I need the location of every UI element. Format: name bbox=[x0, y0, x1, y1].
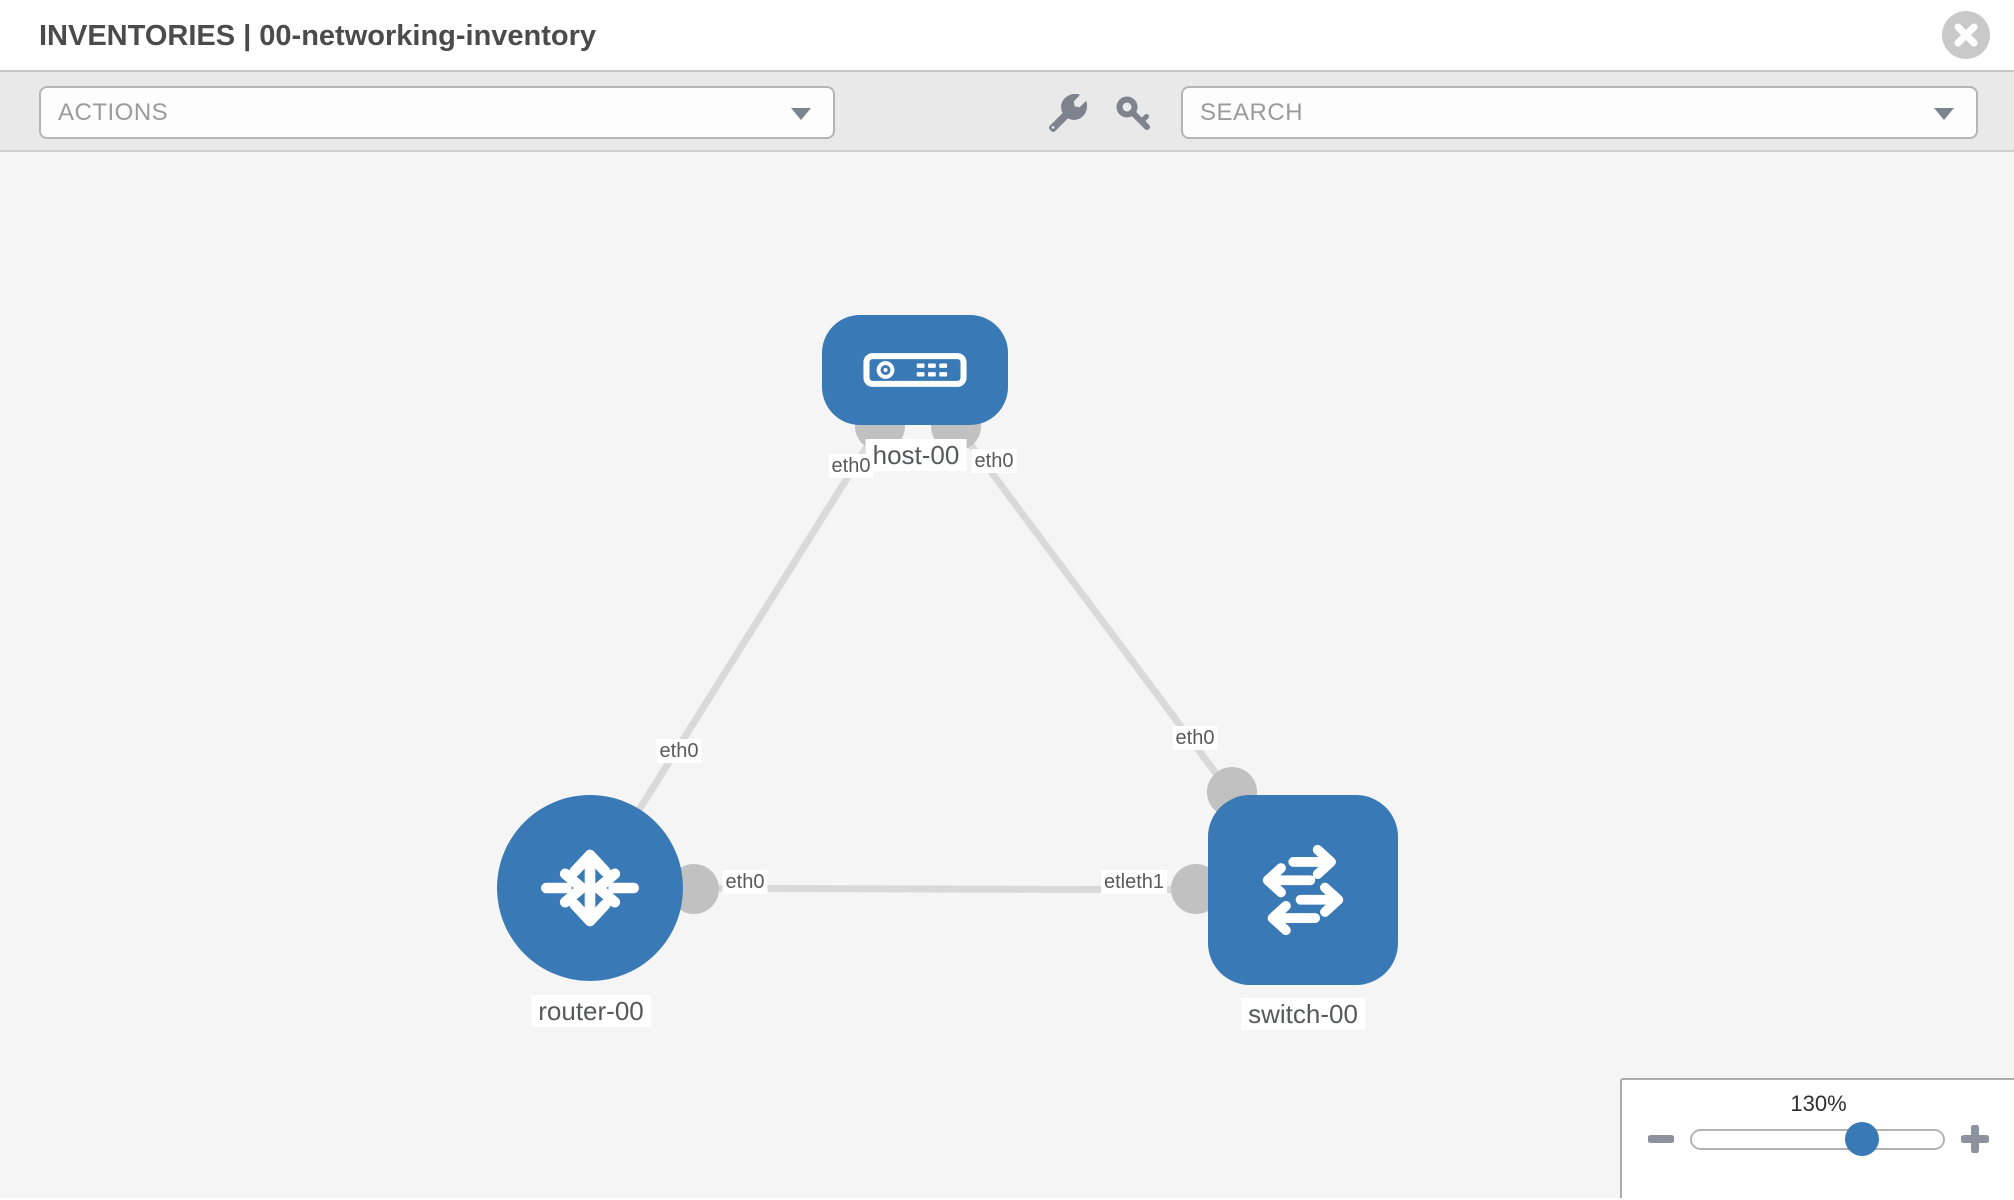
key-icon[interactable] bbox=[1114, 94, 1154, 139]
interface-label-eth0: eth0 bbox=[971, 449, 1017, 473]
topology-links-layer bbox=[587, 367, 1306, 914]
interface-label-eth0: eth0 bbox=[1172, 726, 1218, 750]
close-button[interactable] bbox=[1942, 11, 1990, 59]
zoom-in-icon[interactable] bbox=[1961, 1125, 1989, 1153]
chevron-down-icon bbox=[791, 108, 811, 120]
page-title: INVENTORIES | 00-networking-inventory bbox=[39, 20, 597, 52]
actions-dropdown[interactable]: ACTIONS bbox=[39, 86, 835, 139]
topology-canvas[interactable]: host-00 router-00 switch-00 eth0 eth0 et… bbox=[0, 152, 2014, 1198]
zoom-slider-handle[interactable] bbox=[1845, 1121, 1879, 1156]
zoom-out-icon[interactable] bbox=[1648, 1133, 1674, 1145]
zoom-panel: 130% bbox=[1620, 1078, 2014, 1198]
search-dropdown-label: SEARCH bbox=[1200, 99, 1304, 126]
node-host-00[interactable] bbox=[822, 315, 1008, 425]
node-switch-00[interactable] bbox=[1208, 795, 1398, 985]
node-label-switch-00: switch-00 bbox=[1241, 998, 1365, 1030]
close-icon bbox=[1954, 23, 1978, 47]
actions-dropdown-label: ACTIONS bbox=[58, 99, 169, 126]
zoom-level: 130% bbox=[1790, 1091, 1847, 1116]
node-label-host-00: host-00 bbox=[865, 439, 967, 471]
router-icon bbox=[541, 849, 639, 927]
node-router-00[interactable] bbox=[497, 795, 683, 981]
wrench-icon[interactable] bbox=[1049, 93, 1088, 137]
header: INVENTORIES | 00-networking-inventory bbox=[0, 0, 2014, 72]
node-label-router-00: router-00 bbox=[531, 995, 651, 1027]
switch-icon bbox=[1262, 844, 1344, 936]
interface-label-etleth1: etleth1 bbox=[1100, 870, 1168, 894]
interface-label-eth0: eth0 bbox=[722, 870, 768, 894]
search-dropdown[interactable]: SEARCH bbox=[1181, 86, 1978, 139]
interface-label-eth0: eth0 bbox=[828, 454, 874, 478]
server-icon bbox=[863, 353, 967, 387]
toolbar: ACTIONS SEARCH bbox=[0, 72, 2014, 152]
zoom-slider[interactable] bbox=[1690, 1121, 1945, 1156]
chevron-down-icon bbox=[1934, 108, 1954, 120]
interface-label-eth0: eth0 bbox=[656, 739, 702, 763]
